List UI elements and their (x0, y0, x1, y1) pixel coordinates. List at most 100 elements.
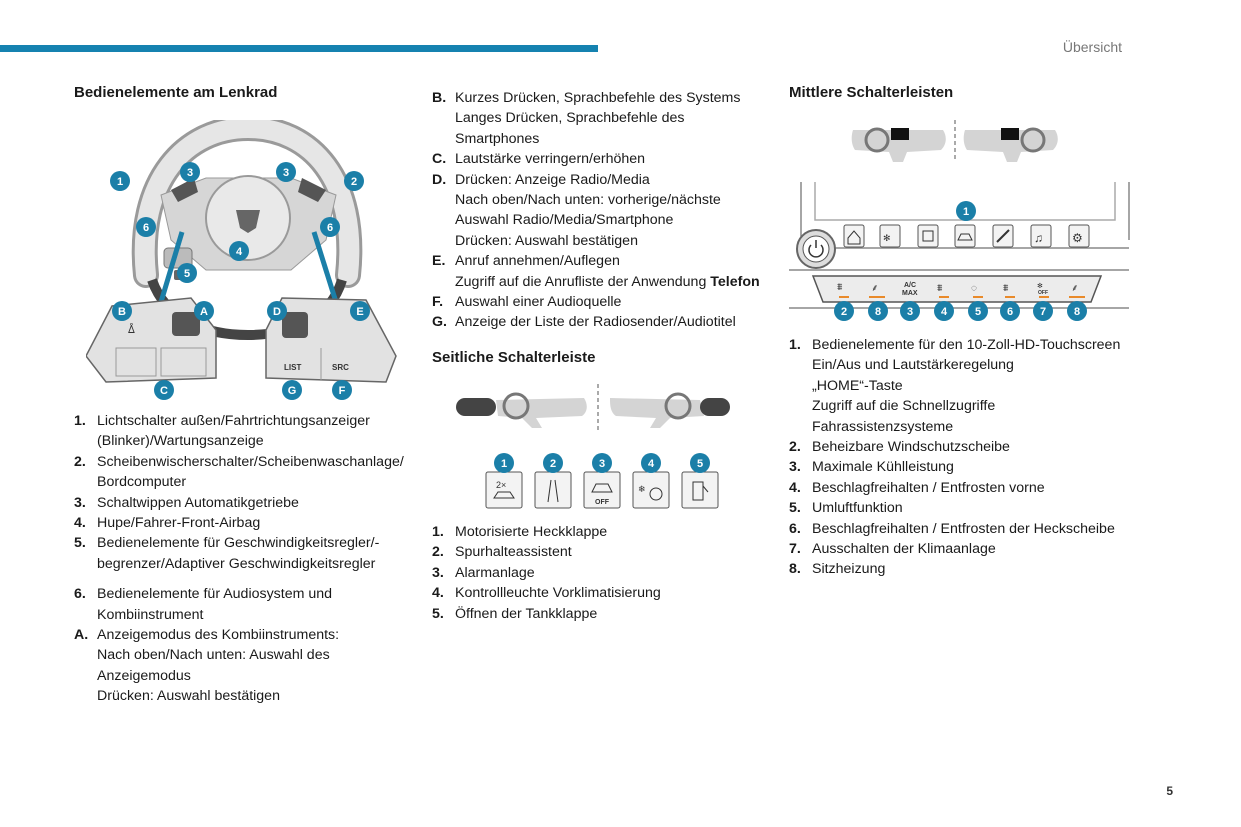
callout-7: 7 (1033, 301, 1053, 321)
list-item: F.Auswahl einer Audioquelle (432, 294, 622, 311)
svg-text:✻: ✻ (1037, 282, 1043, 290)
list-item: 1.Bedienelemente für den 10-Zoll-HD-Touc… (789, 337, 1121, 435)
callout-4: 4 (229, 241, 249, 261)
list-item: 1.Motorisierte Heckklappe (432, 524, 608, 540)
list-item: 2.Scheibenwischerschalter/Scheibenwascha… (74, 453, 404, 491)
svg-text:5: 5 (697, 458, 703, 470)
svg-text:E: E (356, 306, 363, 318)
top-accent-bar (0, 45, 598, 52)
svg-text:⩩: ⩩ (1003, 283, 1009, 294)
svg-text:6: 6 (143, 222, 149, 234)
svg-text:7: 7 (1040, 306, 1046, 318)
list-item: 4.Beschlagfreihalten / Entfrosten vorne (789, 479, 1045, 496)
svg-text:⸙: ⸙ (1071, 283, 1079, 294)
list-item: 3.Schaltwippen Automatikgetriebe (74, 494, 299, 511)
side-switch-list: 1.Motorisierte Heckklappe 2.Spurhalteass… (432, 522, 777, 624)
src-button-label: SRC (332, 363, 349, 372)
section-title-side-switches: Seitliche Schalterleiste (432, 349, 596, 366)
svg-text:3: 3 (283, 167, 289, 179)
section-title-steering-wheel: Bedienelemente am Lenkrad (74, 84, 278, 101)
list-item: 4.Kontrollleuchte Vorklimatisierung (432, 585, 661, 602)
ac-max-label-2: MAX (902, 290, 918, 297)
svg-text:1: 1 (963, 206, 969, 218)
header-section-title: Übersicht (1062, 39, 1122, 55)
section-title-center-switches: Mittlere Schalterleisten (789, 84, 954, 101)
ac-max-label-1: A/C (904, 282, 916, 289)
svg-text:2: 2 (351, 176, 357, 188)
svg-text:B: B (118, 306, 126, 318)
svg-text:2: 2 (550, 458, 556, 470)
svg-text:F: F (339, 385, 346, 397)
climate-button: ✻ (879, 224, 901, 248)
list-item: 4.Hupe/Fahrer-Front-Airbag (74, 515, 261, 532)
callout-4: 4 (641, 453, 661, 473)
callout-8-right: 8 (1067, 301, 1087, 321)
svg-text:⚙: ⚙ (1072, 231, 1083, 245)
brand-logo-icon (236, 210, 260, 233)
list-item: C.Lautstärke verringern/erhöhen (432, 151, 646, 168)
svg-text:1: 1 (501, 458, 507, 470)
center-switch-list: 1.Bedienelemente für den 10-Zoll-HD-Touc… (789, 335, 1134, 580)
list-item: 3.Alarmanlage (432, 564, 535, 581)
callout-5: 5 (968, 301, 988, 321)
steering-controls-list: 1.Lichtschalter außen/Fahrtrichtungsanze… (74, 411, 419, 707)
apps-button (917, 224, 939, 248)
svg-text:4: 4 (941, 306, 948, 318)
list-button-label: LIST (284, 363, 301, 372)
drive-assist-button (954, 224, 976, 248)
callout-1: 1 (110, 171, 130, 191)
callout-6-left: 6 (136, 217, 156, 237)
svg-text:⩩: ⩩ (837, 282, 843, 293)
svg-text:C: C (160, 385, 168, 397)
callout-G: G (282, 380, 302, 400)
callout-E: E (350, 301, 370, 321)
callout-6: 6 (1000, 301, 1020, 321)
svg-text:4: 4 (648, 458, 655, 470)
list-item: 6.Beschlagfreihalten / Entfrosten der He… (789, 520, 1115, 537)
callout-3: 3 (900, 301, 920, 321)
list-item: 5.Bedienelemente für Geschwindigkeitsreg… (74, 535, 380, 572)
svg-text:⸙: ⸙ (871, 283, 879, 294)
list-item: B.Kurzes Drücken, Sprachbefehle des Syst… (432, 90, 741, 147)
phone-button (992, 224, 1014, 248)
fuel-flap-button (681, 471, 719, 509)
callout-3-right: 3 (276, 162, 296, 182)
callout-5: 5 (177, 263, 197, 283)
list-item: 2.Beheizbare Windschutzscheibe (789, 439, 1010, 456)
side-switch-figure: 2× OFF ❄ 1 2 3 4 5 (456, 384, 730, 509)
callout-5: 5 (690, 453, 710, 473)
off-label: OFF (1038, 290, 1048, 296)
callout-1: 1 (494, 453, 514, 473)
svg-text:2: 2 (841, 306, 847, 318)
svg-text:D: D (273, 306, 281, 318)
callout-6-right: 6 (320, 217, 340, 237)
callout-3-left: 3 (180, 162, 200, 182)
list-item: G.Anzeige der Liste der Radiosender/Audi… (432, 314, 736, 331)
svg-text:5: 5 (975, 306, 981, 318)
home-button (843, 224, 865, 248)
callout-8-left: 8 (868, 301, 888, 321)
callout-2: 2 (344, 171, 364, 191)
svg-text:1: 1 (117, 176, 123, 188)
svg-text:G: G (288, 385, 297, 397)
list-item: 5.Umluftfunktion (789, 500, 903, 517)
callout-4: 4 (934, 301, 954, 321)
callout-2: 2 (834, 301, 854, 321)
list-item: 2.Spurhalteassistent (432, 544, 572, 561)
list-item: 5.Öffnen der Tankklappe (432, 605, 598, 622)
page-number: 5 (1166, 784, 1173, 798)
svg-text:ᐂ: ᐂ (128, 322, 135, 336)
callout-B: B (112, 301, 132, 321)
svg-text:❄: ❄ (638, 484, 646, 494)
list-item: 7.Ausschalten der Klimaanlage (789, 541, 996, 558)
svg-text:3: 3 (599, 458, 605, 470)
svg-text:3: 3 (907, 306, 913, 318)
svg-text:6: 6 (327, 222, 333, 234)
svg-text:OFF: OFF (595, 499, 610, 506)
list-item: 8.Sitzheizung (789, 561, 886, 578)
svg-text:A: A (200, 306, 208, 318)
svg-text:8: 8 (875, 306, 881, 318)
callout-2: 2 (543, 453, 563, 473)
